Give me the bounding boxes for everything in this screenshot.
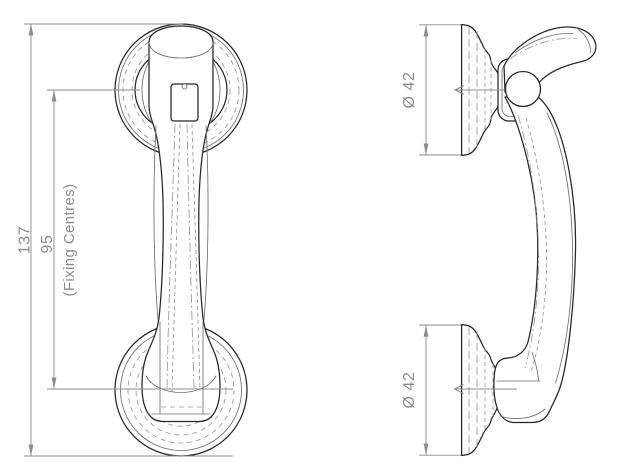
pad-edge-line [499, 408, 546, 419]
hook-centreline [509, 37, 578, 60]
dimension-label-dia42-bottom: Ø 42 [401, 371, 418, 408]
dimension-diameter-bottom: Ø 42 [401, 324, 461, 456]
arrowhead [28, 24, 34, 36]
handle-edge-line [153, 125, 159, 321]
arm-centreline [517, 114, 540, 369]
arrowhead [51, 90, 57, 102]
handle-edge-line [203, 125, 209, 321]
handle-centreline [191, 123, 201, 392]
hook-surface-line [514, 33, 574, 54]
dimension-note-fixing-centres: (Fixing Centres) [61, 183, 78, 296]
handle-centreline [166, 123, 176, 389]
pivot-lug-right [209, 56, 228, 124]
open-arrowhead [453, 85, 465, 95]
handle-centreline [171, 123, 181, 392]
open-arrowhead [453, 384, 464, 394]
knocker-handle-front [141, 25, 221, 423]
pivot-pin-boss [504, 70, 542, 108]
arm-centreline [525, 117, 548, 373]
dimension-label-95: 95 [39, 235, 56, 254]
pivot-lug-left-inner [141, 56, 153, 124]
pivot-pin-notch [181, 83, 188, 90]
centreline-arrow-top [453, 85, 504, 95]
dimension-fixing-centres: 95 (Fixing Centres) [39, 89, 233, 390]
pivot-lug-right-inner [209, 56, 221, 124]
centreline-arrow-bottom [453, 384, 517, 394]
pad-edge-line [531, 351, 539, 381]
side-view [453, 23, 597, 457]
dimension-label-dia42-top: Ø 42 [401, 71, 418, 108]
arrowhead [423, 443, 429, 455]
arrowhead [423, 325, 429, 337]
front-view [114, 23, 248, 457]
arrowhead [51, 377, 57, 389]
pivot-block [170, 83, 199, 122]
knocker-arm-side [493, 95, 577, 424]
dimension-diameter-top: Ø 42 [401, 24, 461, 156]
arrowhead [28, 444, 34, 456]
dimension-label-137: 137 [17, 226, 34, 255]
arrowhead [423, 143, 429, 155]
dimension-overall-height: 137 [17, 23, 233, 457]
arm-surface-line [546, 112, 574, 384]
arrowhead [423, 25, 429, 37]
handle-top-ellipse-edge [148, 41, 214, 59]
bottom-rosette-hidden-circle [127, 336, 235, 444]
hook-tip-edge [578, 29, 592, 53]
striker-pad-arc [145, 375, 217, 393]
handle-centreline [186, 123, 195, 389]
